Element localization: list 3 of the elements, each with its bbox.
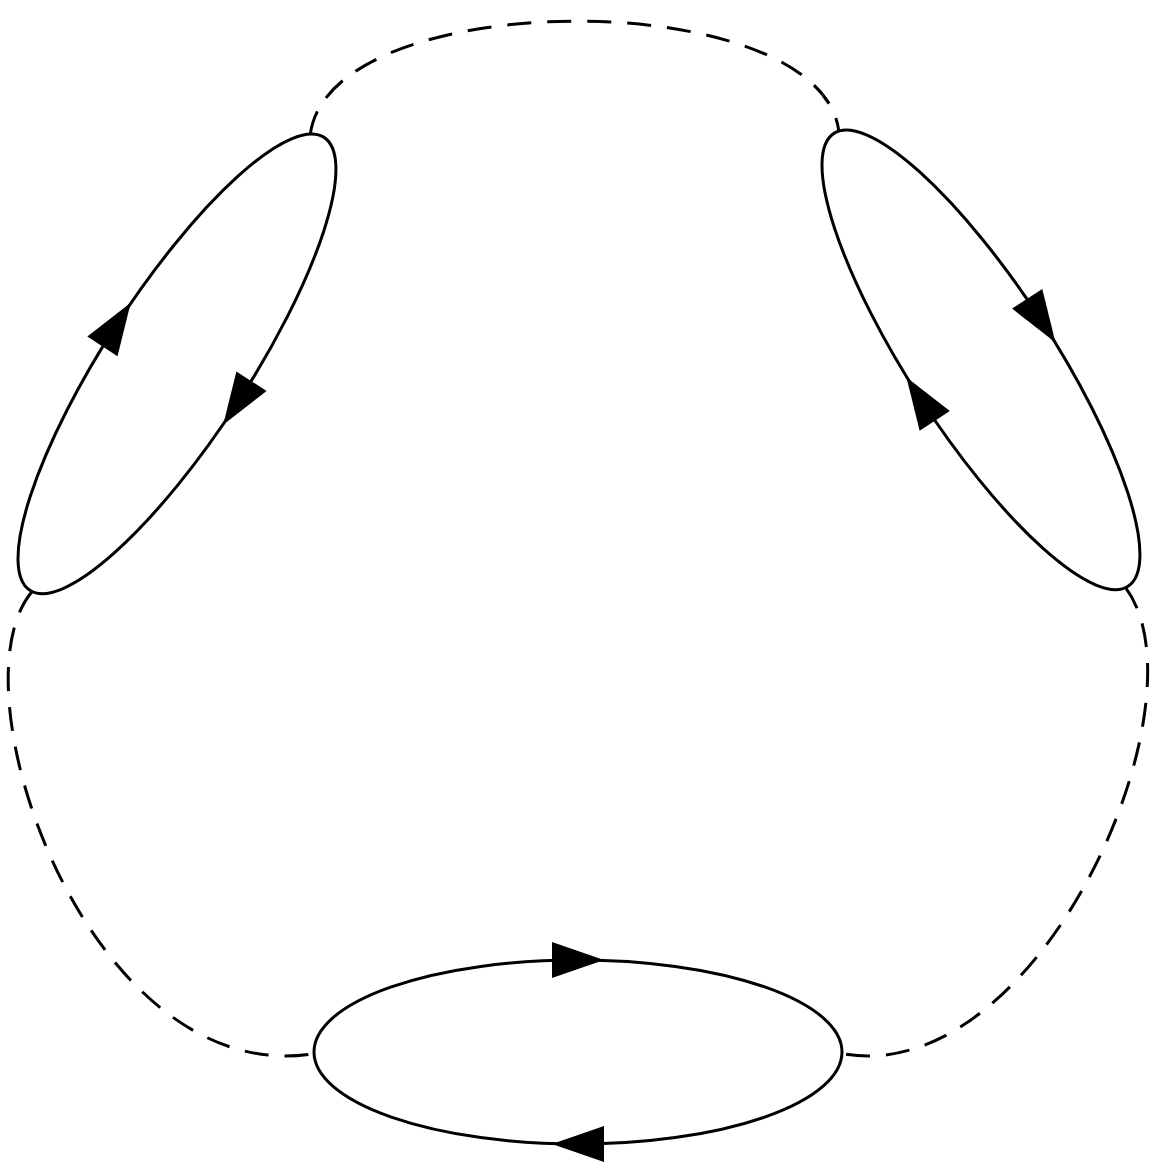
dashed-connector: [308, 19, 841, 135]
dashed-connector: [841, 586, 1149, 1056]
dashed-connector: [7, 591, 315, 1056]
